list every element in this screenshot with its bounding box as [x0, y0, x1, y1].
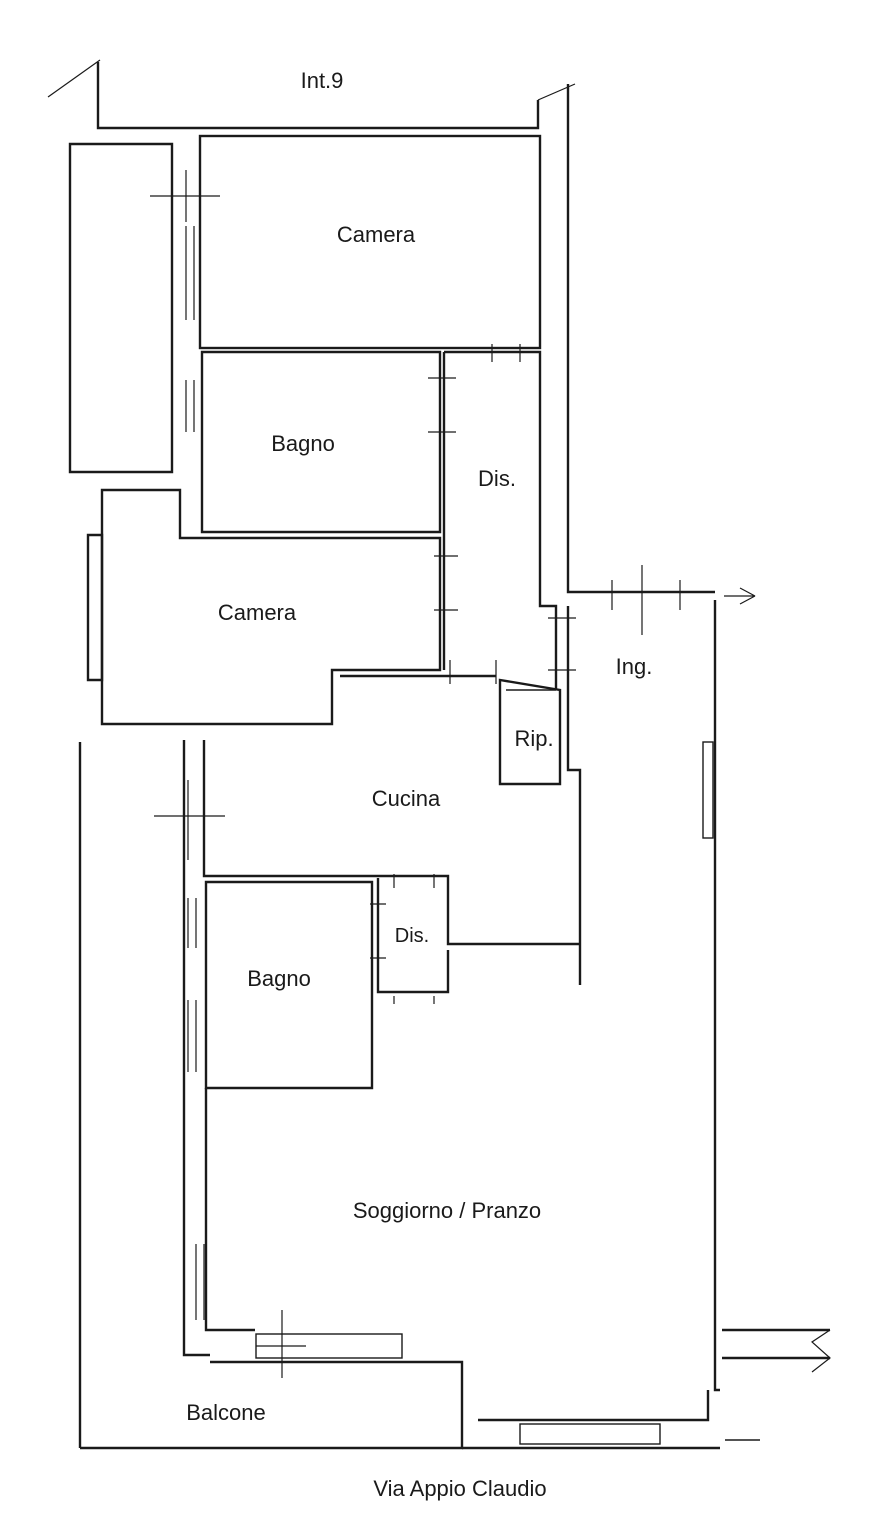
room-label-ing: Ing.	[616, 654, 653, 679]
interior-walls	[86, 134, 714, 1445]
room-label-bagno-2: Bagno	[247, 966, 311, 991]
street-label: Via Appio Claudio	[373, 1476, 546, 1501]
room-label-dis-2: Dis.	[395, 925, 429, 947]
room-label-rip: Rip.	[514, 726, 553, 751]
opening-marks	[150, 170, 831, 1378]
room-label-camera-1: Camera	[337, 222, 416, 247]
room-label-bagno-1: Bagno	[271, 431, 335, 456]
unit-label: Int.9	[301, 68, 344, 93]
outer-walls	[68, 62, 830, 1450]
room-label-cucina: Cucina	[372, 786, 441, 811]
room-label-balcone: Balcone	[186, 1400, 266, 1425]
room-label-camera-2: Camera	[218, 600, 297, 625]
room-label-soggiorno: Soggiorno / Pranzo	[353, 1198, 541, 1223]
room-label-dis-1: Dis.	[478, 466, 516, 491]
